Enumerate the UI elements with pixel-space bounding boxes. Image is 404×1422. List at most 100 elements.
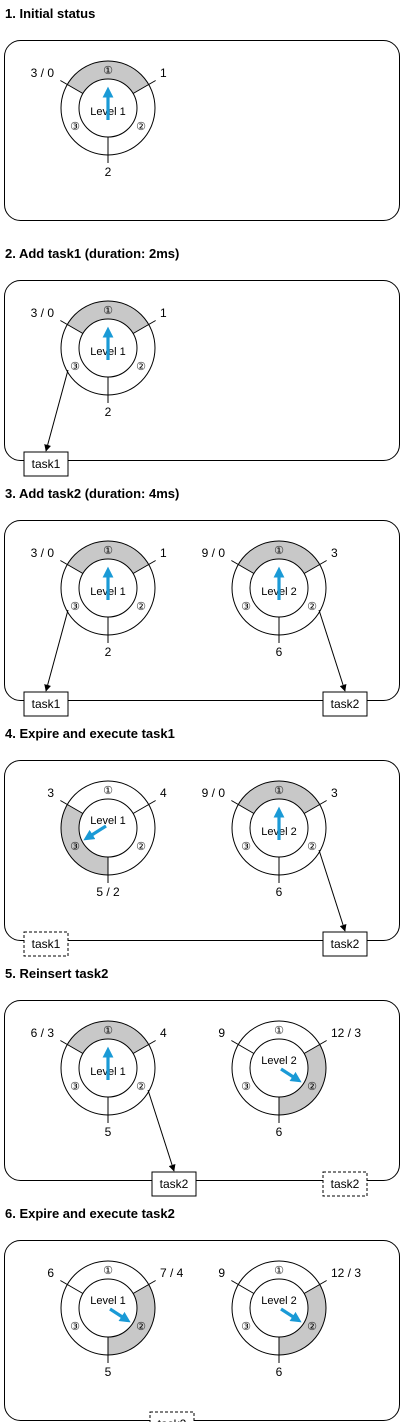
level-label: Level 2: [261, 1055, 296, 1067]
task-label: task2: [331, 697, 360, 711]
slot-1-number: ①: [103, 545, 113, 557]
slot-divider: [60, 1280, 84, 1294]
slot-divider: [303, 1280, 327, 1294]
current-time-pointer: [83, 824, 107, 841]
task-link-arrow: [44, 369, 69, 452]
task-link-arrow: [318, 849, 347, 932]
step-title: 5. Reinsert task2: [5, 966, 108, 981]
wheel-inner-ring: [78, 1278, 138, 1338]
slot-divider: [303, 800, 327, 814]
slot-3-number: ③: [241, 1081, 251, 1093]
slot-time-label-right: 1: [160, 306, 167, 320]
slot-3-number: ③: [70, 121, 80, 133]
slot-2-number: ②: [136, 841, 146, 853]
slot-time-label-bottom: 6: [276, 1365, 283, 1379]
slot-divider: [231, 1280, 255, 1294]
slot-divider: [60, 1040, 84, 1054]
slot-time-label-left: 6: [47, 1266, 54, 1280]
slot-divider: [60, 320, 84, 334]
step-title: 3. Add task2 (duration: 4ms): [5, 486, 179, 501]
slot-divider: [60, 560, 84, 574]
slot-time-label-bottom: 2: [105, 165, 112, 179]
task-label: task2: [331, 937, 360, 951]
task-box: [151, 1171, 197, 1197]
slot-1-number: ①: [103, 305, 113, 317]
executed-task-box: [149, 1411, 195, 1422]
slot-time-label-bottom: 5 / 2: [96, 885, 120, 899]
slot-2-number: ②: [307, 1081, 317, 1093]
slot-time-label-right: 7 / 4: [160, 1266, 184, 1280]
slot-time-label-bottom: 6: [276, 645, 283, 659]
current-slot-shade: [238, 781, 320, 814]
current-slot-shade: [108, 1284, 155, 1355]
slot-time-label-right: 4: [160, 1026, 167, 1040]
slot-time-label-left: 3 / 0: [31, 66, 55, 80]
slot-time-label-bottom: 2: [105, 645, 112, 659]
slot-divider: [60, 80, 84, 94]
slot-time-label-left: 9: [218, 1266, 225, 1280]
slot-divider: [132, 1280, 156, 1294]
slot-3-number: ③: [70, 1321, 80, 1333]
current-time-pointer: [109, 1307, 131, 1323]
wheel-inner-ring: [78, 798, 138, 858]
slot-time-label-left: 9 / 0: [202, 546, 226, 560]
slot-divider: [303, 560, 327, 574]
task-box: [322, 931, 368, 957]
slot-divider: [60, 800, 84, 814]
task-label: task2: [160, 1177, 189, 1191]
slot-divider: [231, 800, 255, 814]
task-box: [23, 691, 69, 717]
slot-time-label-right: 12 / 3: [331, 1026, 361, 1040]
slot-time-label-right: 12 / 3: [331, 1266, 361, 1280]
current-slot-shade: [67, 541, 149, 574]
task-link-arrow: [318, 609, 347, 692]
executed-task-label: task1: [32, 937, 61, 951]
current-slot-shade: [60, 804, 108, 875]
slot-1-number: ①: [274, 1025, 284, 1037]
step-title: 6. Expire and execute task2: [5, 1206, 175, 1221]
current-slot-shade: [67, 61, 149, 94]
slot-1-number: ①: [274, 1265, 284, 1277]
slot-1-number: ①: [274, 545, 284, 557]
step-panel: [4, 280, 400, 461]
current-slot-shade: [67, 301, 149, 334]
level-label: Level 1: [90, 1295, 125, 1307]
current-time-pointer: [280, 1067, 302, 1083]
slot-divider: [231, 1040, 255, 1054]
step-panel: [4, 40, 400, 221]
step-title: 4. Expire and execute task1: [5, 726, 175, 741]
slot-time-label-left: 3 / 0: [31, 306, 55, 320]
executed-task-label: task2: [331, 1177, 360, 1191]
slot-divider: [132, 320, 156, 334]
slot-2-number: ②: [307, 841, 317, 853]
slot-divider: [132, 800, 156, 814]
slot-2-number: ②: [136, 1081, 146, 1093]
step-6: 6. Expire and execute task2 ① ② ③ Level 1 6 7 …: [4, 1206, 400, 1422]
slot-2-number: ②: [136, 601, 146, 613]
slot-divider: [303, 1040, 327, 1054]
slot-divider: [231, 560, 255, 574]
slot-time-label-left: 3: [47, 786, 54, 800]
slot-divider: [132, 1040, 156, 1054]
task-label: task1: [32, 457, 61, 471]
task-link-arrow: [147, 1089, 176, 1172]
slot-time-label-right: 4: [160, 786, 167, 800]
slot-2-number: ②: [307, 1321, 317, 1333]
task-link-arrow: [44, 609, 69, 692]
current-slot-shade: [238, 541, 320, 574]
slot-time-label-right: 1: [160, 66, 167, 80]
task-box: [23, 451, 69, 477]
slot-2-number: ②: [307, 601, 317, 613]
current-slot-shade: [279, 1284, 326, 1355]
